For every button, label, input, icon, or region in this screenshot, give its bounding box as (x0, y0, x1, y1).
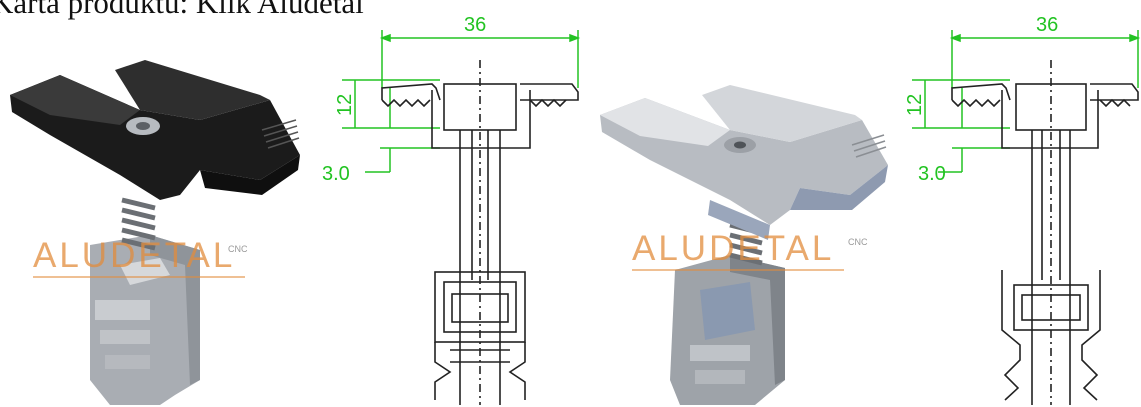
page-title: Karta produktu: Klik Aludetal (0, 0, 364, 20)
watermark-underline-2 (632, 269, 844, 271)
thickness-dimension: 3.0 (322, 163, 350, 185)
watermark-suffix-2: CNC (848, 237, 868, 247)
black-clamp-render: ALUDETAL CNC (0, 0, 320, 407)
width-dimension: 36 (464, 14, 486, 36)
technical-drawing-1: 36 12 3.0 (320, 0, 590, 407)
height-dimension-2: 12 (904, 94, 926, 116)
watermark-suffix: CNC (228, 244, 248, 254)
silver-clamp-render: ALUDETAL CNC (590, 0, 890, 407)
watermark-underline (33, 276, 245, 278)
width-dimension-2: 36 (1036, 14, 1058, 36)
thickness-dimension-2: 3.0 (918, 163, 946, 185)
height-dimension: 12 (334, 94, 356, 116)
watermark-logo: ALUDETAL (33, 236, 236, 275)
watermark-logo-2: ALUDETAL (632, 229, 835, 268)
technical-drawing-2: 36 12 3.0 (890, 0, 1141, 407)
